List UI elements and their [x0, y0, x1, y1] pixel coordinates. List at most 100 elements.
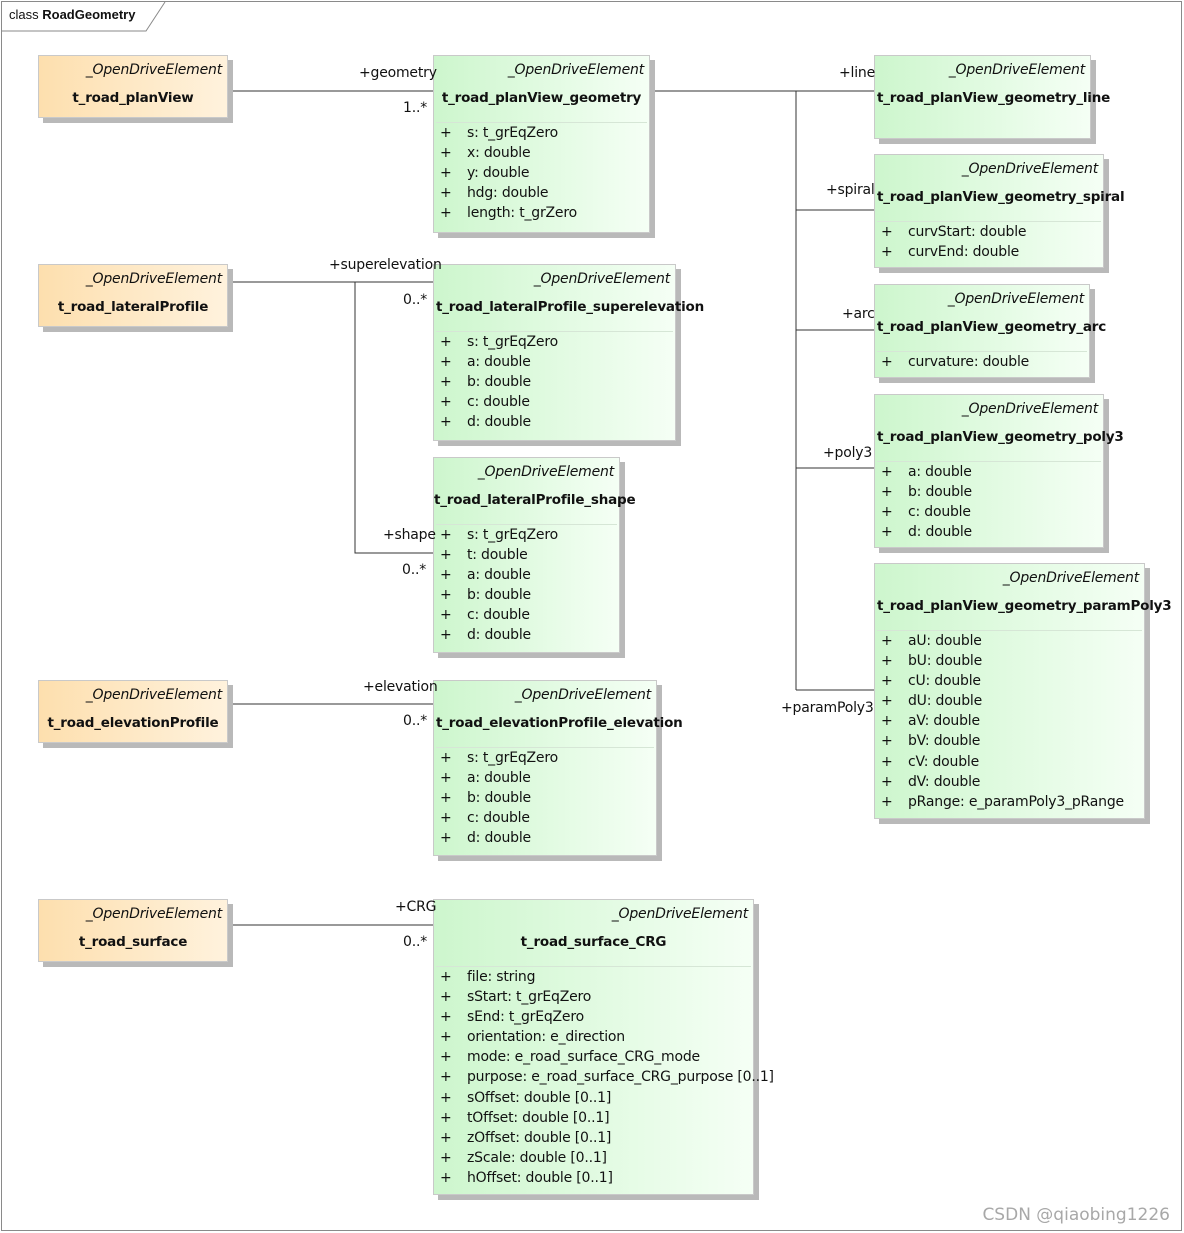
class-t-road-planview-geometry-line[interactable]: _OpenDriveElement t_road_planView_geomet… — [874, 55, 1111, 139]
watermark-text: CSDN @qiaobing1226 — [982, 1205, 1170, 1225]
class-t-road-planview-geometry[interactable]: _OpenDriveElement t_road_planView_geomet… — [433, 55, 650, 233]
attribute-row: +zOffset: double [0..1] — [434, 1130, 753, 1150]
class-t-road-lateralprofile-superelevation[interactable]: _OpenDriveElement t_road_lateralProfile_… — [433, 264, 705, 441]
frame-keyword: class — [9, 7, 39, 22]
visibility-marker: + — [440, 567, 452, 584]
visibility-marker: + — [440, 334, 452, 350]
attribute-text: orientation: e_direction — [467, 1029, 625, 1046]
visibility-marker: + — [881, 793, 893, 810]
attribute-row: +zScale: double [0..1] — [434, 1150, 753, 1170]
attribute-list: +file: string+sStart: t_grEqZero+sEnd: t… — [434, 969, 774, 1190]
class-t-road-planview-geometry-parampoly3[interactable]: _OpenDriveElement t_road_planView_geomet… — [874, 563, 1172, 819]
attribute-text: bV: double — [908, 733, 981, 750]
attribute-row: +a: double — [434, 354, 675, 374]
attribute-row: +d: double — [875, 524, 1103, 544]
class-name: t_road_elevationProfile — [47, 715, 219, 731]
attribute-text: b: double — [467, 790, 531, 807]
attribute-row: + a: double — [434, 567, 619, 587]
attribute-list: +s: t_grEqZero+a: double+b: double+c: do… — [434, 750, 656, 850]
visibility-marker: + — [440, 607, 452, 624]
attribute-text: x: double — [467, 145, 531, 162]
class-t-road-planview-geometry-spiral[interactable]: _OpenDriveElement t_road_planView_geomet… — [874, 154, 1125, 268]
role-superelevation-label: +superelevation — [329, 257, 442, 273]
attribute-row: + c: double — [434, 607, 619, 627]
compartment-divider — [877, 221, 1101, 222]
visibility-marker: + — [440, 1129, 452, 1146]
class-t-road-planview[interactable]: _OpenDriveElement t_road_planView — [38, 55, 228, 118]
visibility-marker: + — [881, 653, 893, 670]
visibility-marker: + — [881, 633, 893, 649]
attribute-list: +aU: double+bU: double+cU: double+dU: do… — [875, 633, 1144, 814]
role-shape-label: +shape — [383, 527, 436, 543]
class-t-road-planview-geometry-arc[interactable]: _OpenDriveElement t_road_planView_geomet… — [874, 284, 1106, 378]
attribute-text: c: double — [467, 810, 530, 827]
stereotype-label: _OpenDriveElement — [947, 291, 1084, 307]
attribute-list: +s: t_grEqZero+a: double+b: double+c: do… — [434, 334, 675, 434]
attribute-row: + bU: double — [875, 653, 1144, 673]
attribute-row: +s: t_grEqZero — [434, 527, 619, 547]
visibility-marker: + — [440, 165, 452, 182]
visibility-marker: + — [881, 713, 893, 730]
compartment-divider — [877, 630, 1142, 631]
class-t-road-lateralprofile-shape[interactable]: _OpenDriveElement t_road_lateralProfile_… — [433, 457, 636, 653]
attribute-row: +mode: e_road_surface_CRG_mode — [434, 1049, 753, 1069]
visibility-marker: + — [440, 989, 452, 1006]
attribute-row: +x: double — [434, 145, 649, 165]
class-name: t_road_surface — [78, 934, 188, 950]
class-t-road-lateralprofile[interactable]: _OpenDriveElement t_road_lateralProfile — [38, 264, 228, 327]
attribute-list: +s: t_grEqZero+x: double+y: double+hdg: … — [434, 125, 649, 225]
visibility-marker: + — [440, 1149, 452, 1166]
attribute-text: b: double — [467, 587, 531, 604]
attribute-row: +s: t_grEqZero — [434, 750, 656, 770]
class-t-road-elevationprofile[interactable]: _OpenDriveElement t_road_elevationProfil… — [38, 680, 228, 743]
visibility-marker: + — [440, 125, 452, 141]
attribute-row: +a: double — [434, 770, 656, 790]
attribute-row: +dV: double — [875, 774, 1144, 794]
compartment-divider — [436, 966, 751, 967]
visibility-marker: + — [440, 374, 452, 391]
attribute-text: c: double — [467, 607, 530, 624]
class-name: t_road_lateralProfile — [57, 299, 209, 315]
attribute-row: +hdg: double — [434, 185, 649, 205]
attribute-text: a: double — [467, 567, 531, 584]
attribute-list: +curvature: double — [875, 354, 1089, 374]
attribute-text: c: double — [908, 504, 971, 521]
visibility-marker: + — [440, 1169, 452, 1186]
attribute-row: +curvStart: double — [875, 224, 1103, 244]
class-name: t_road_lateralProfile_superelevation — [436, 299, 705, 315]
role-elevation-label: +elevation — [363, 679, 438, 695]
multiplicity-superelevation-label: 0..* — [403, 292, 428, 308]
visibility-marker: + — [440, 205, 452, 222]
attribute-text: cU: double — [908, 673, 981, 690]
attribute-text: aV: double — [908, 713, 980, 730]
class-name: t_road_lateralProfile_shape — [434, 492, 636, 508]
visibility-marker: + — [440, 1029, 452, 1046]
attribute-text: dU: double — [908, 693, 983, 710]
attribute-row: +sStart: t_grEqZero — [434, 989, 753, 1009]
attribute-text: tOffset: double [0..1] — [467, 1109, 610, 1126]
role-spiral-label: +spiral — [826, 182, 875, 198]
stereotype-label: _OpenDriveElement — [961, 161, 1098, 177]
compartment-divider — [436, 747, 654, 748]
attribute-row: +c: double — [875, 504, 1103, 524]
attribute-text: s: t_grEqZero — [467, 125, 558, 141]
visibility-marker: + — [881, 733, 893, 750]
stereotype-label: _OpenDriveElement — [514, 687, 651, 703]
stereotype-label: _OpenDriveElement — [85, 687, 222, 703]
attribute-row: +purpose: e_road_surface_CRG_purpose [0.… — [434, 1069, 774, 1089]
class-name: t_road_planView — [72, 90, 194, 106]
class-t-road-surface[interactable]: _OpenDriveElement t_road_surface — [38, 899, 228, 962]
visibility-marker: + — [440, 414, 452, 431]
attribute-row: + aV: double — [875, 713, 1144, 733]
attribute-list: +a: double+b: double+c: double+d: double — [875, 464, 1103, 544]
attribute-row: + orientation: e_direction — [434, 1029, 753, 1049]
class-t-road-elevationprofile-elevation[interactable]: _OpenDriveElement t_road_elevationProfil… — [433, 680, 683, 856]
link-lateralprofile-shape — [354, 282, 433, 554]
class-t-road-planview-geometry-poly3[interactable]: _OpenDriveElement t_road_planView_geomet… — [874, 394, 1124, 548]
attribute-text: bU: double — [908, 653, 983, 670]
attribute-text: file: string — [467, 969, 536, 985]
class-t-road-surface-crg[interactable]: _OpenDriveElement t_road_surface_CRG +fi… — [433, 899, 774, 1195]
visibility-marker: + — [440, 1009, 452, 1026]
class-name: t_road_planView_geometry_line — [877, 90, 1111, 106]
